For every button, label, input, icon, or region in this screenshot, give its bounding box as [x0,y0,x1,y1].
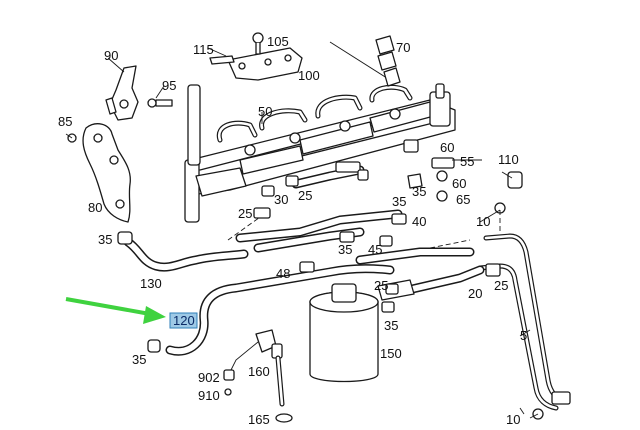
bracket-100 [209,47,303,81]
leader-lines [65,47,539,419]
bracket-80 [67,123,131,223]
fittings-right [403,139,455,202]
pointer-arrow [65,297,166,324]
callout-25b[interactable]: 25 [238,206,252,221]
callout-120[interactable]: 120 [173,313,195,328]
callout-35f[interactable]: 35 [132,352,146,367]
callout-25d[interactable]: 25 [494,278,508,293]
callout-35c[interactable]: 35 [98,232,112,247]
fuel-filter-150 [309,279,415,383]
callout-902[interactable]: 902 [198,370,220,385]
hose-120 [165,264,395,356]
callout-45[interactable]: 45 [368,242,382,257]
callout-5[interactable]: 5 [520,328,527,343]
fuel-lines-5 [477,171,571,420]
callout-130[interactable]: 130 [140,276,162,291]
callout-55[interactable]: 55 [460,154,474,169]
callout-100[interactable]: 100 [298,68,320,83]
callout-110[interactable]: 110 [498,152,519,167]
callout-85[interactable]: 85 [58,114,72,129]
callout-labels: 90 115 105 70 100 95 50 85 60 55 110 25 … [58,34,527,427]
callout-35d[interactable]: 35 [338,242,352,257]
callout-35e[interactable]: 35 [384,318,398,333]
callout-20[interactable]: 20 [468,286,482,301]
bolt-95 [147,98,173,108]
clamps [117,161,501,353]
callout-35a[interactable]: 35 [412,184,426,199]
callout-60a[interactable]: 60 [440,140,454,155]
callout-95[interactable]: 95 [162,78,176,93]
callout-10a[interactable]: 10 [476,214,490,229]
callout-910[interactable]: 910 [198,388,220,403]
callout-105[interactable]: 105 [267,34,289,49]
callout-10b[interactable]: 10 [506,412,520,427]
callout-48[interactable]: 48 [276,266,290,281]
callout-25a[interactable]: 25 [298,188,312,203]
callout-90[interactable]: 90 [104,48,118,63]
callout-80[interactable]: 80 [88,200,102,215]
callout-70[interactable]: 70 [396,40,410,55]
callout-35b[interactable]: 35 [392,194,406,209]
callout-40[interactable]: 40 [412,214,426,229]
callout-165[interactable]: 165 [248,412,270,427]
callout-25c[interactable]: 25 [374,278,388,293]
bolt-105 [252,32,264,55]
callout-65[interactable]: 65 [456,192,470,207]
lever-90 [105,65,139,121]
highlight-box-120 [169,312,198,329]
callout-50[interactable]: 50 [258,104,272,119]
hose-130 [123,237,249,272]
sensor-70 [329,35,401,87]
fuel-rail-assembly [184,83,456,223]
callout-115[interactable]: 115 [193,42,214,57]
callout-150[interactable]: 150 [380,346,402,361]
callout-60b[interactable]: 60 [452,176,466,191]
callout-160[interactable]: 160 [248,364,270,379]
callout-30[interactable]: 30 [274,192,288,207]
sensor-160-group [223,329,293,423]
